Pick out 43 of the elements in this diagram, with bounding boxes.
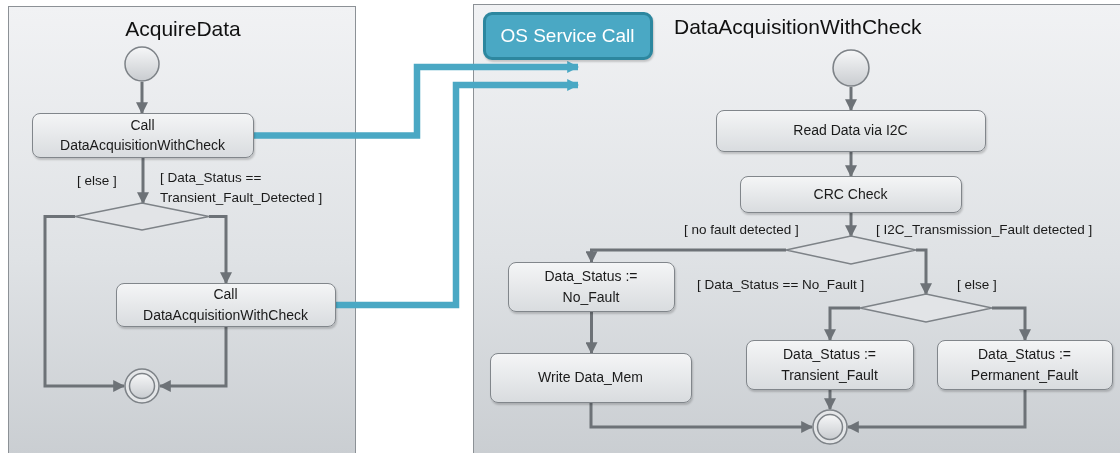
end-node [123, 367, 160, 404]
end-node [811, 408, 848, 445]
action-box: Data_Status := No_Fault [507, 261, 675, 312]
flow-arrow [585, 312, 598, 355]
flow-arrow [209, 215, 232, 285]
action-box: Write Data_Mem [489, 352, 692, 403]
start-node [123, 45, 160, 82]
action-box: Call DataAcquisitionWithCheck [31, 112, 254, 158]
activity-frame [473, 4, 1120, 453]
action-box: CRC Check [739, 175, 962, 213]
guard-label: [ I2C_Transmission_Fault detected ] [876, 221, 1093, 239]
service-call-box: OS Service Call [482, 11, 653, 60]
flow-arrow [824, 390, 836, 411]
flow-arrow [824, 306, 860, 342]
flow-arrow [845, 87, 857, 112]
flow-arrow [589, 403, 814, 433]
flow-arrow [137, 158, 149, 205]
guard-label: [ no fault detected ] [684, 221, 799, 239]
flow-arrow [846, 390, 1027, 433]
flow-arrow [136, 82, 148, 115]
flow-arrow [585, 248, 786, 264]
decision-diamond [859, 293, 992, 322]
action-box: Call DataAcquisitionWithCheck [115, 282, 336, 327]
start-node [831, 48, 870, 87]
guard-label: [ Data_Status == Transient_Fault_Detected ] [160, 169, 324, 207]
action-box: Data_Status := Transient_Fault [745, 339, 914, 390]
decision-diamond [785, 235, 916, 264]
flow-arrow [845, 213, 857, 238]
frame-title: AcquireData [124, 17, 242, 41]
activity-frame [8, 6, 356, 453]
call-arrow [336, 79, 580, 309]
flow-arrow [43, 215, 126, 392]
guard-label: [ else ] [77, 172, 117, 190]
action-box: Read Data via I2C [715, 109, 986, 152]
frame-title: DataAcquisitionWithCheck [674, 15, 922, 39]
guard-label: [ else ] [957, 276, 997, 294]
flow-arrow [158, 327, 228, 392]
flow-arrow [992, 306, 1031, 342]
flow-arrow [916, 248, 932, 296]
action-box: Data_Status := Permanent_Fault [936, 339, 1113, 390]
call-arrow [254, 61, 580, 139]
flow-arrow [845, 152, 857, 178]
guard-label: [ Data_Status == No_Fault ] [697, 276, 865, 294]
